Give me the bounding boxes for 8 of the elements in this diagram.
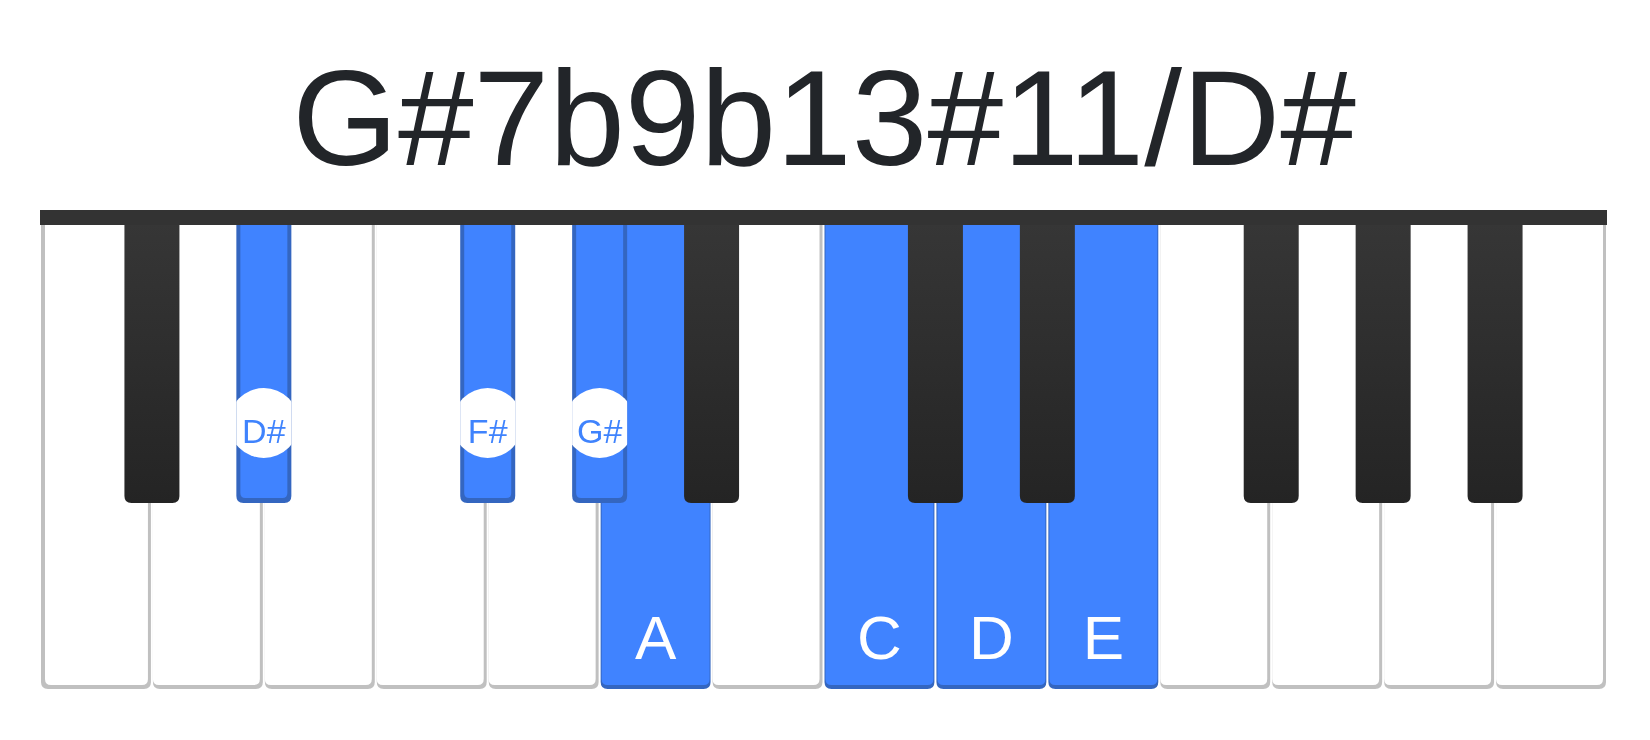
chord-title: G#7b9b13#11/D# xyxy=(292,41,1356,196)
note-label: C xyxy=(857,607,902,669)
note-label: A xyxy=(634,607,677,669)
note-label: F# xyxy=(467,414,508,448)
note-label: D xyxy=(969,607,1014,669)
note-label: G# xyxy=(576,414,623,448)
note-label: D# xyxy=(242,414,286,448)
note-label: E xyxy=(1082,607,1124,669)
